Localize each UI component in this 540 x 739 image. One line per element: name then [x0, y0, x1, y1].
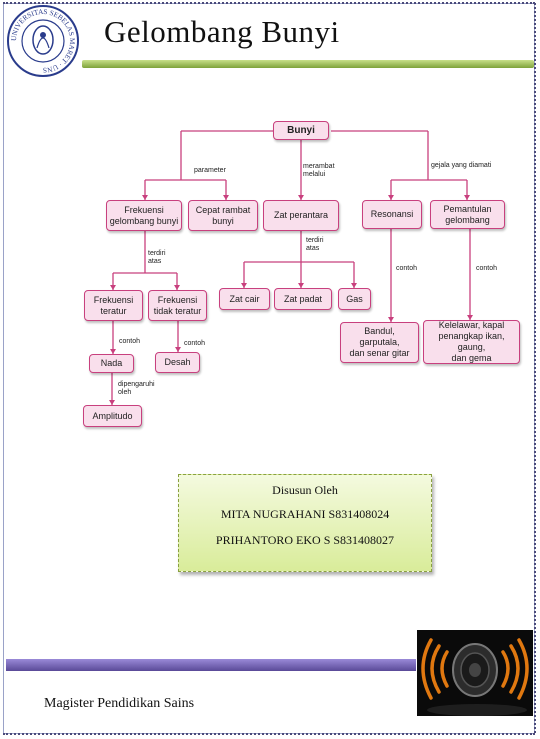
bottom-dotted-border — [3, 733, 535, 735]
edge-label-parameter: parameter — [194, 167, 226, 174]
node-zat-perantara: Zat perantara — [263, 200, 339, 231]
edge-label-contoh-resonansi: contoh — [396, 265, 418, 272]
credits-heading: Disusun Oleh — [272, 483, 338, 497]
edge-label-contoh-pemantulan: contoh — [476, 265, 498, 272]
right-dotted-border — [534, 3, 536, 733]
node-contoh-resonansi: Bandul, garputala,dan senar gitar — [340, 322, 419, 363]
edge-label-contoh-teratur: contoh — [119, 338, 141, 345]
university-logo: UNIVERSITAS SEBELAS MARET · UNS — [7, 5, 79, 77]
page-title: Gelombang Bunyi — [104, 14, 340, 49]
speaker-icon — [417, 630, 533, 716]
title-underline-bar — [82, 60, 534, 68]
node-resonansi: Resonansi — [362, 200, 422, 229]
credits-author-1: MITA NUGRAHANI S831408024 — [220, 507, 390, 521]
edge-label-gejala: gejala yang diamati — [431, 162, 492, 169]
credits-box: Disusun Oleh MITA NUGRAHANI S831408024 P… — [178, 474, 432, 572]
top-dotted-border — [3, 2, 535, 4]
node-nada: Nada — [89, 354, 134, 373]
credits-author-2: PRIHANTORO EKO S S831408027 — [215, 533, 395, 547]
node-desah: Desah — [155, 352, 200, 373]
node-amplitudo: Amplitudo — [83, 405, 142, 427]
footer-text: Magister Pendidikan Sains — [44, 696, 195, 711]
node-gas: Gas — [338, 288, 371, 310]
node-bunyi: Bunyi — [273, 121, 329, 140]
node-zat-cair: Zat cair — [219, 288, 270, 310]
footer-bar — [6, 659, 416, 671]
node-zat-padat: Zat padat — [274, 288, 332, 310]
edge-label-contoh-tidak-teratur: contoh — [184, 340, 206, 347]
